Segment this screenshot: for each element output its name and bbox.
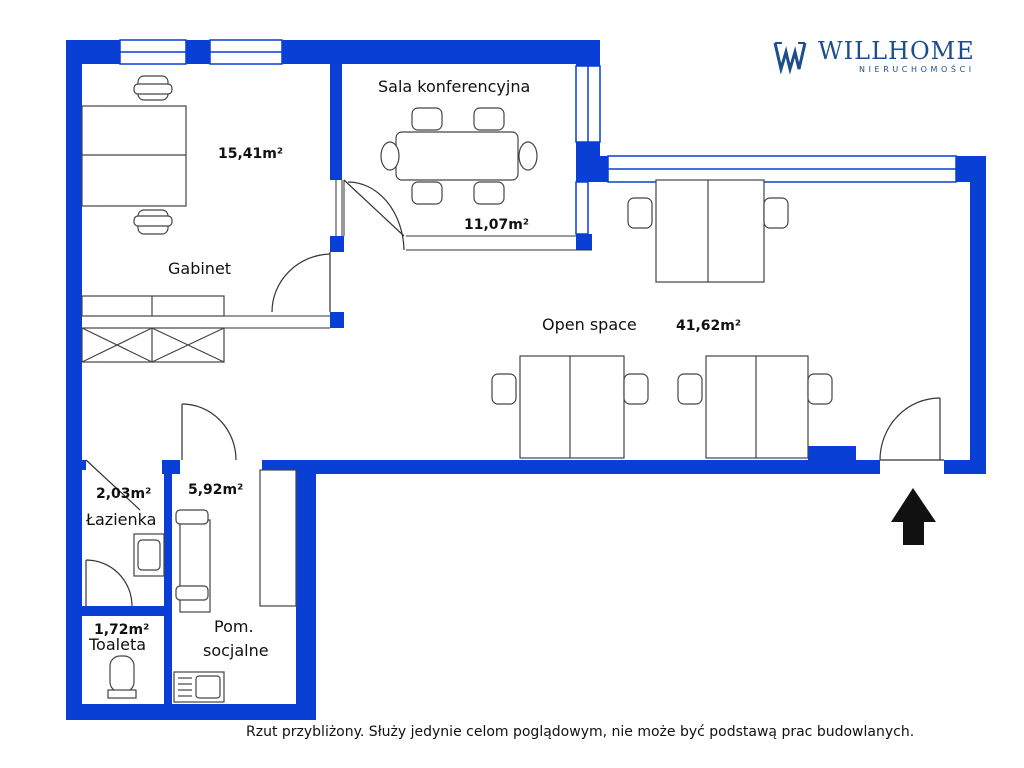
toilet-icon (109, 655, 135, 693)
windows (119, 39, 957, 235)
gabinet-area: 15,41m² (218, 146, 283, 162)
sala-area: 11,07m² (464, 217, 529, 233)
counter (259, 469, 297, 607)
desk-cluster (655, 179, 765, 283)
gabinet-desk (81, 105, 187, 207)
furniture (81, 75, 833, 703)
lazienka-name: Łazienka (85, 510, 156, 529)
desk-cluster (519, 355, 625, 459)
doors (85, 179, 944, 607)
brand-logo: WILLHOME NIERUCHOMOŚCI (772, 36, 975, 76)
open-space-name: Open space (542, 315, 637, 334)
toaleta-name: Toaleta (88, 635, 146, 654)
open-space-area: 41,62m² (676, 318, 741, 334)
toaleta-area: 1,72m² (94, 622, 149, 638)
disclaimer-text: Rzut przybliżony. Służy jedynie celom po… (246, 724, 915, 740)
walls (66, 40, 986, 720)
brand-subtitle: NIERUCHOMOŚCI (859, 64, 975, 74)
room-labels: 15,41m² Gabinet Sala konferencyjna 11,07… (85, 77, 741, 660)
sala-name: Sala konferencyjna (378, 77, 530, 96)
willhome-logo-icon (773, 42, 807, 74)
desk-cluster (705, 355, 809, 459)
socjalne-name-line2: socjalne (203, 641, 269, 660)
cabinet (81, 327, 225, 363)
socjalne-name-line1: Pom. (214, 617, 254, 636)
sideboard (81, 295, 225, 317)
brand-name: WILLHOME (818, 36, 975, 65)
arrow-up-icon (891, 488, 936, 545)
socjalne-area: 5,92m² (188, 482, 243, 498)
conference-table (395, 131, 519, 181)
gabinet-name: Gabinet (168, 259, 231, 278)
lazienka-area: 2,03m² (96, 486, 151, 502)
